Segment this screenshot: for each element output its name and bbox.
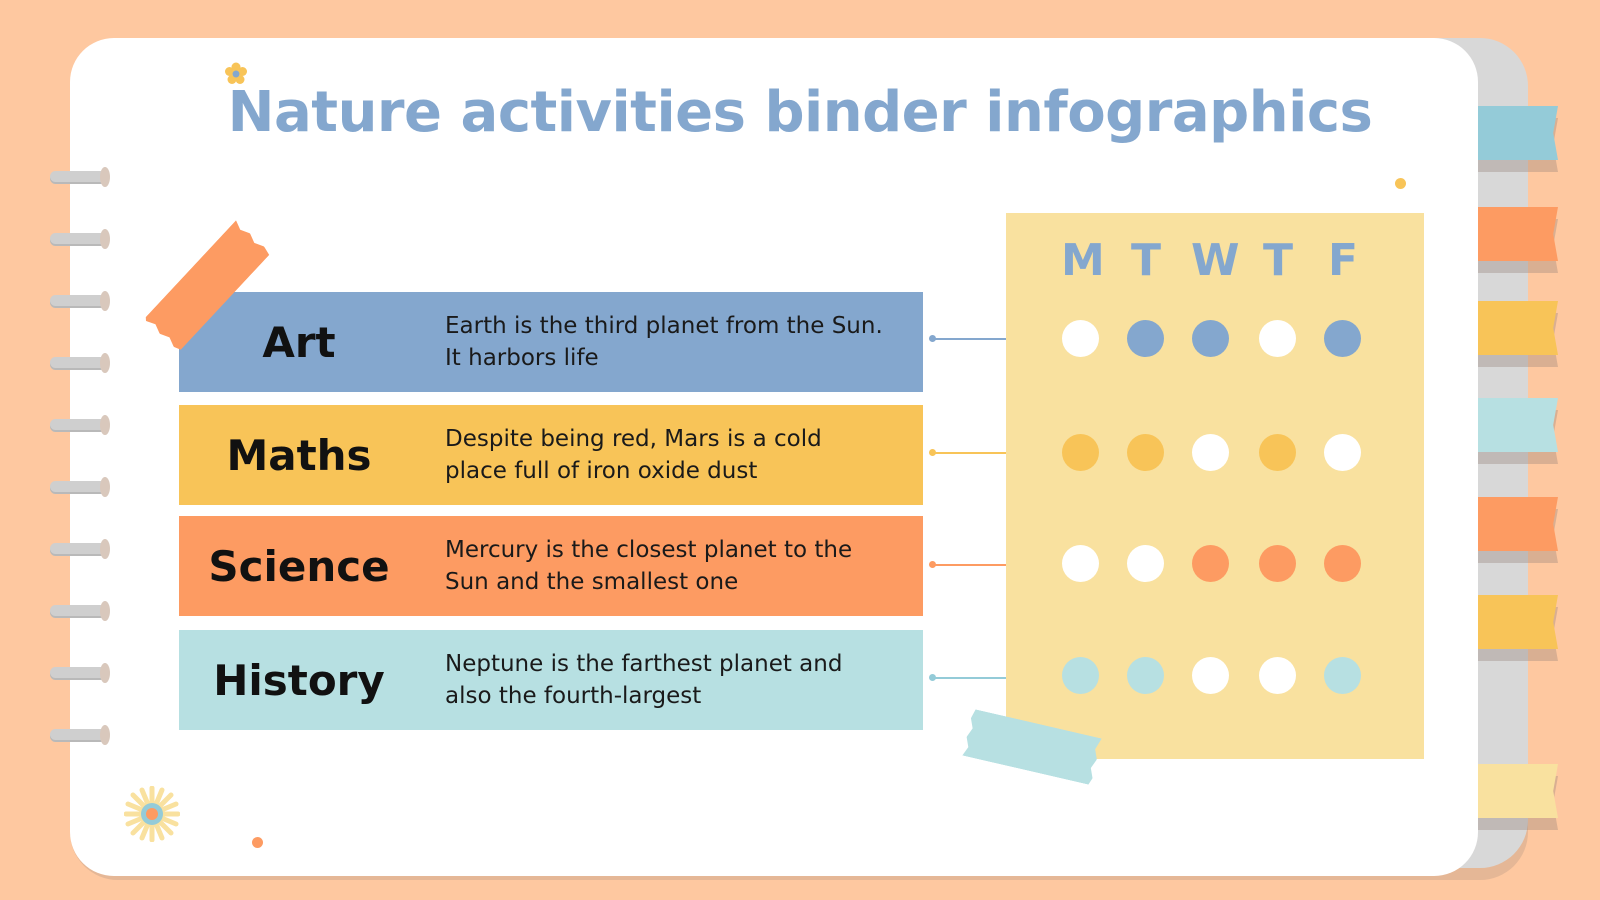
schedule-dot-inactive <box>1259 320 1296 357</box>
tab-teal[interactable] <box>1478 398 1560 466</box>
decor-dot <box>1395 178 1406 189</box>
schedule-dot-active <box>1259 545 1296 582</box>
schedule-dot-active <box>1324 545 1361 582</box>
schedule-dot-active <box>1192 545 1229 582</box>
tab-yellow[interactable] <box>1478 301 1560 369</box>
schedule-dot-inactive <box>1259 657 1296 694</box>
binder-ring <box>50 539 110 559</box>
schedule-dot-inactive <box>1062 320 1099 357</box>
subject-description: Earth is the third planet from the Sun. … <box>445 313 883 371</box>
sunflower-icon <box>124 786 180 842</box>
day-wednesday: W <box>1191 235 1240 286</box>
decor-dot <box>252 837 263 848</box>
schedule-dot-active <box>1127 434 1164 471</box>
subject-label: Maths <box>226 430 372 480</box>
subject-description: Despite being red, Mars is a cold place … <box>445 426 822 484</box>
binder-ring <box>50 229 110 249</box>
binder-ring <box>50 601 110 621</box>
subject-row-maths: Maths Despite being red, Mars is a cold … <box>179 405 923 505</box>
tab-cream[interactable] <box>1478 764 1560 832</box>
tab-orange-2[interactable] <box>1478 497 1560 565</box>
schedule-dot-active <box>1324 320 1361 357</box>
day-friday: F <box>1327 235 1359 286</box>
binder-ring <box>50 415 110 435</box>
weekly-calendar: M T W T F <box>1006 213 1424 759</box>
day-thursday: T <box>1262 235 1293 286</box>
binder-ring <box>50 167 110 187</box>
subject-label: Science <box>208 541 390 591</box>
schedule-dot-inactive <box>1324 434 1361 471</box>
connector-line <box>929 449 1006 456</box>
schedule-dot-inactive <box>1127 545 1164 582</box>
flower-icon <box>225 62 247 84</box>
binder-ring <box>50 291 110 311</box>
schedule-dot-active <box>1259 434 1296 471</box>
tab-blue[interactable] <box>1478 106 1560 174</box>
tab-orange[interactable] <box>1478 207 1560 275</box>
subject-row-history: History Neptune is the farthest planet a… <box>179 630 923 730</box>
schedule-dot-inactive <box>1192 434 1229 471</box>
day-monday: M <box>1061 235 1105 286</box>
subject-label: History <box>213 655 385 705</box>
day-tuesday: T <box>1130 235 1161 286</box>
schedule-dot-active <box>1324 657 1361 694</box>
connector-line <box>929 561 1006 568</box>
schedule-dot-inactive <box>1062 545 1099 582</box>
schedule-dot-active <box>1062 657 1099 694</box>
schedule-dot-active <box>1127 657 1164 694</box>
binder-ring <box>50 663 110 683</box>
schedule-dot-inactive <box>1192 657 1229 694</box>
subject-row-science: Science Mercury is the closest planet to… <box>179 516 923 616</box>
binder-ring <box>50 353 110 373</box>
connector-line <box>929 335 1006 342</box>
subject-label: Art <box>262 317 336 367</box>
subject-row-art: Art Earth is the third planet from the S… <box>179 292 923 392</box>
binder-ring <box>50 477 110 497</box>
schedule-dot-active <box>1192 320 1229 357</box>
subject-description: Mercury is the closest planet to the Sun… <box>445 537 853 595</box>
binder-ring <box>50 725 110 745</box>
page-title: Nature activities binder infographics <box>227 80 1373 145</box>
connector-line <box>929 674 1006 681</box>
subject-description: Neptune is the farthest planet and also … <box>445 651 843 709</box>
tab-yellow-2[interactable] <box>1478 595 1560 663</box>
schedule-dot-active <box>1127 320 1164 357</box>
schedule-dot-active <box>1062 434 1099 471</box>
